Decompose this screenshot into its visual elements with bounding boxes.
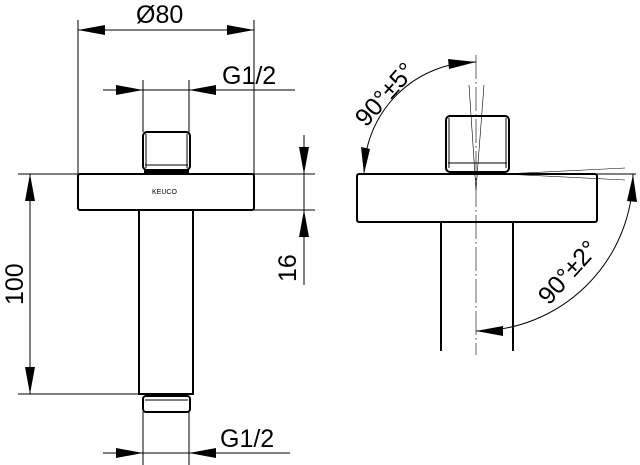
svg-text:Ø80: Ø80: [136, 1, 183, 29]
side-view: 90°±5° 90°±2°: [350, 55, 637, 355]
svg-text:100: 100: [1, 263, 29, 305]
svg-text:16: 16: [274, 254, 302, 282]
front-view: KEUCO Ø80 G1/2: [1, 1, 315, 465]
pipe: [138, 209, 194, 395]
top-nipple: [142, 131, 191, 174]
svg-text:G1/2: G1/2: [222, 62, 276, 90]
bottom-thread-dimension: G1/2: [103, 412, 290, 465]
top-thread-dimension: G1/2: [103, 62, 295, 132]
side-flange: [356, 173, 598, 223]
svg-text:G1/2: G1/2: [220, 425, 274, 453]
svg-text:90°±2°: 90°±2°: [533, 235, 604, 310]
flange-height-dimension: 16: [254, 135, 315, 285]
diameter-dimension: Ø80: [77, 1, 255, 174]
bottom-nipple: [142, 395, 191, 413]
length-dimension: 100: [1, 173, 139, 395]
svg-text:90°±5°: 90°±5°: [350, 57, 421, 132]
side-nipple: [445, 115, 510, 173]
angle-bottom-dimension: 90°±2°: [475, 173, 637, 336]
brand-logo: KEUCO: [152, 189, 177, 196]
